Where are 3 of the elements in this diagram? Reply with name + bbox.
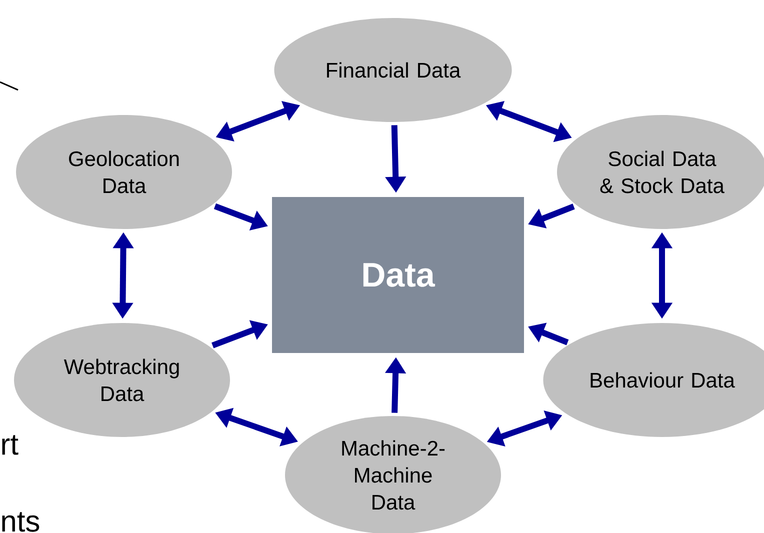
text-fragment: nts — [2, 512, 40, 532]
data-box: Data — [272, 197, 524, 353]
text-fragment: rt — [2, 435, 18, 455]
